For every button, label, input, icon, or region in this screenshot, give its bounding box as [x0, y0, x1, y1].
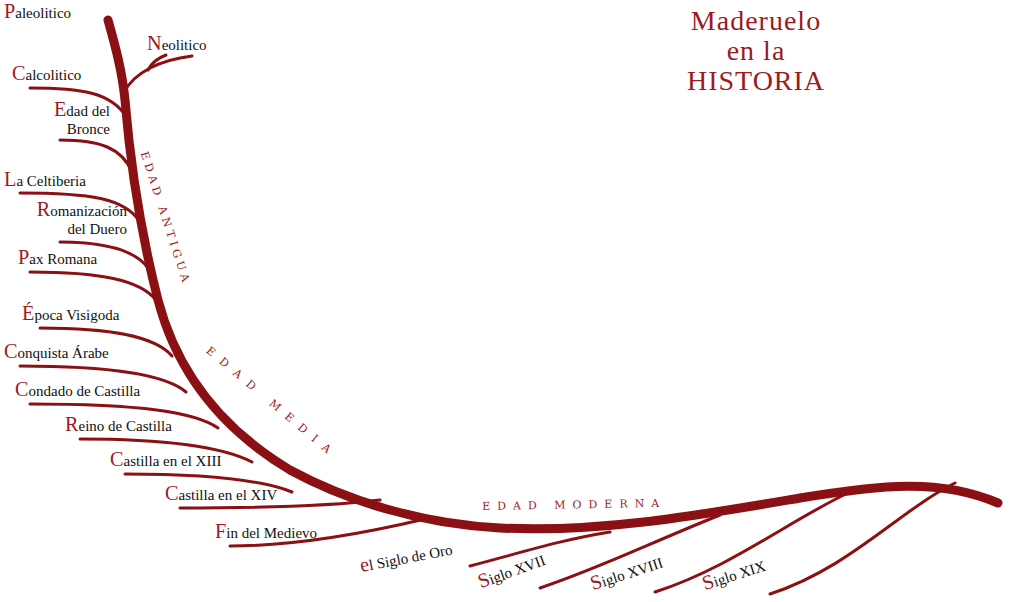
period-label: Fin del Medievo [215, 522, 317, 542]
tree-trunk [108, 20, 118, 62]
era-label: EDAD MODERNA [482, 497, 666, 513]
tree-branch [124, 56, 192, 92]
period-label: Pax Romana [18, 248, 97, 268]
period-label: La Celtiberia [4, 170, 86, 190]
period-label: el Siglo de Oro [358, 539, 454, 576]
period-label: Reino de Castilla [65, 415, 172, 435]
period-label: Siglo XVIII [588, 552, 666, 594]
period-label: Edad del Bronce [30, 100, 110, 138]
era-label: EDAD MEDIA [204, 344, 341, 462]
period-label: Conquista Árabe [4, 342, 109, 362]
period-label: Condado de Castilla [15, 380, 140, 400]
tree-trunk [108, 20, 998, 529]
period-label: Calcolitico [12, 64, 81, 84]
period-label: Época Visigoda [22, 304, 119, 324]
period-label: Romanización del Duero [22, 200, 127, 238]
period-label: Castilla en el XIII [110, 450, 221, 470]
period-label: Neolitico [147, 34, 207, 54]
tree-branch [770, 483, 955, 594]
diagram-title: Maderuelo en la HISTORIA [676, 6, 836, 96]
tree-branch [60, 140, 132, 172]
period-label: Paleolitico [4, 2, 71, 22]
period-label: Castilla en el XIV [165, 484, 277, 504]
tree-branch [148, 55, 166, 70]
period-label: Siglo XIX [700, 555, 768, 594]
tree-branch [30, 272, 156, 300]
